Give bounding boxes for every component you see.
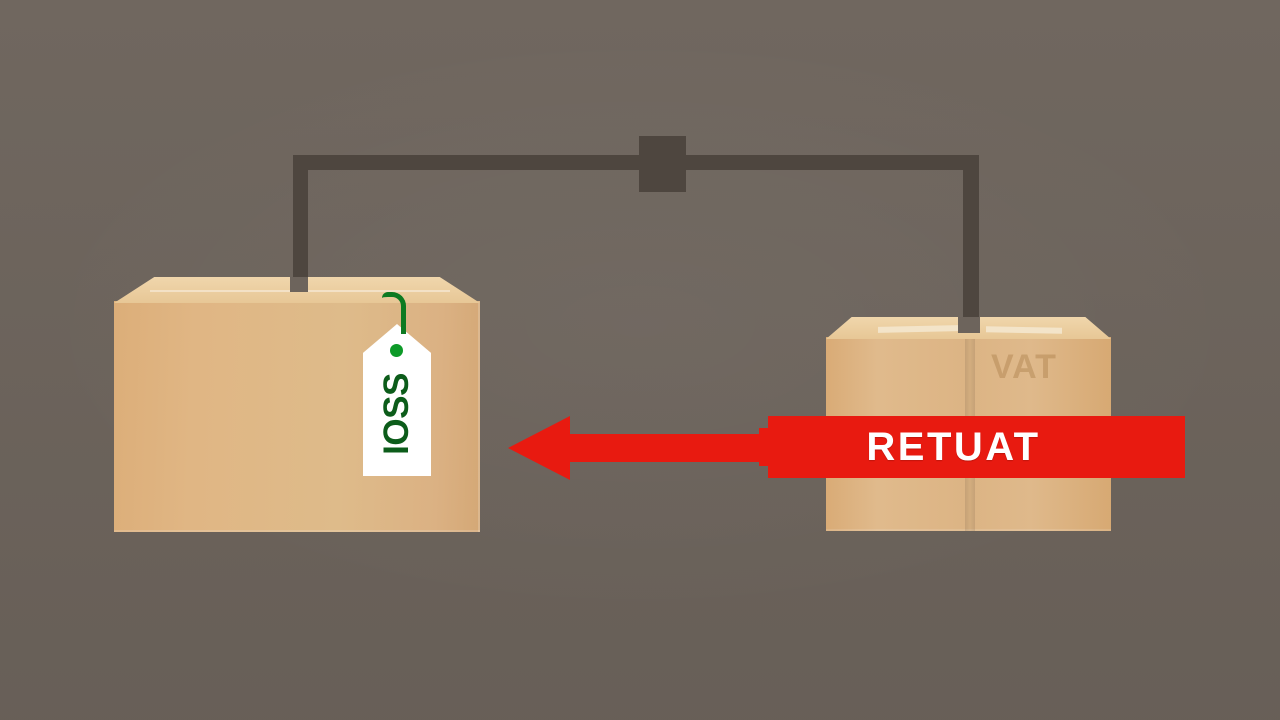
hanger-post-left [293, 155, 308, 292]
ioss-hang-tag[interactable]: IOSS [360, 292, 436, 480]
vat-box-rod-notch [958, 317, 980, 333]
ioss-tag-label: IOSS [377, 373, 416, 455]
ioss-tag-eyelet-icon [390, 344, 403, 357]
retuat-banner: RETUAT [768, 416, 1185, 478]
hanger-crossbar [293, 155, 979, 170]
vat-stamp-label: VAT [991, 348, 1057, 386]
hanger-post-right [963, 155, 979, 337]
hanger-center-block [639, 136, 686, 192]
retuat-banner-label: RETUAT [866, 424, 1041, 469]
ioss-box-rod-notch [290, 277, 308, 292]
ioss-tag-string-icon [382, 292, 406, 334]
return-arrow-icon [508, 408, 798, 482]
